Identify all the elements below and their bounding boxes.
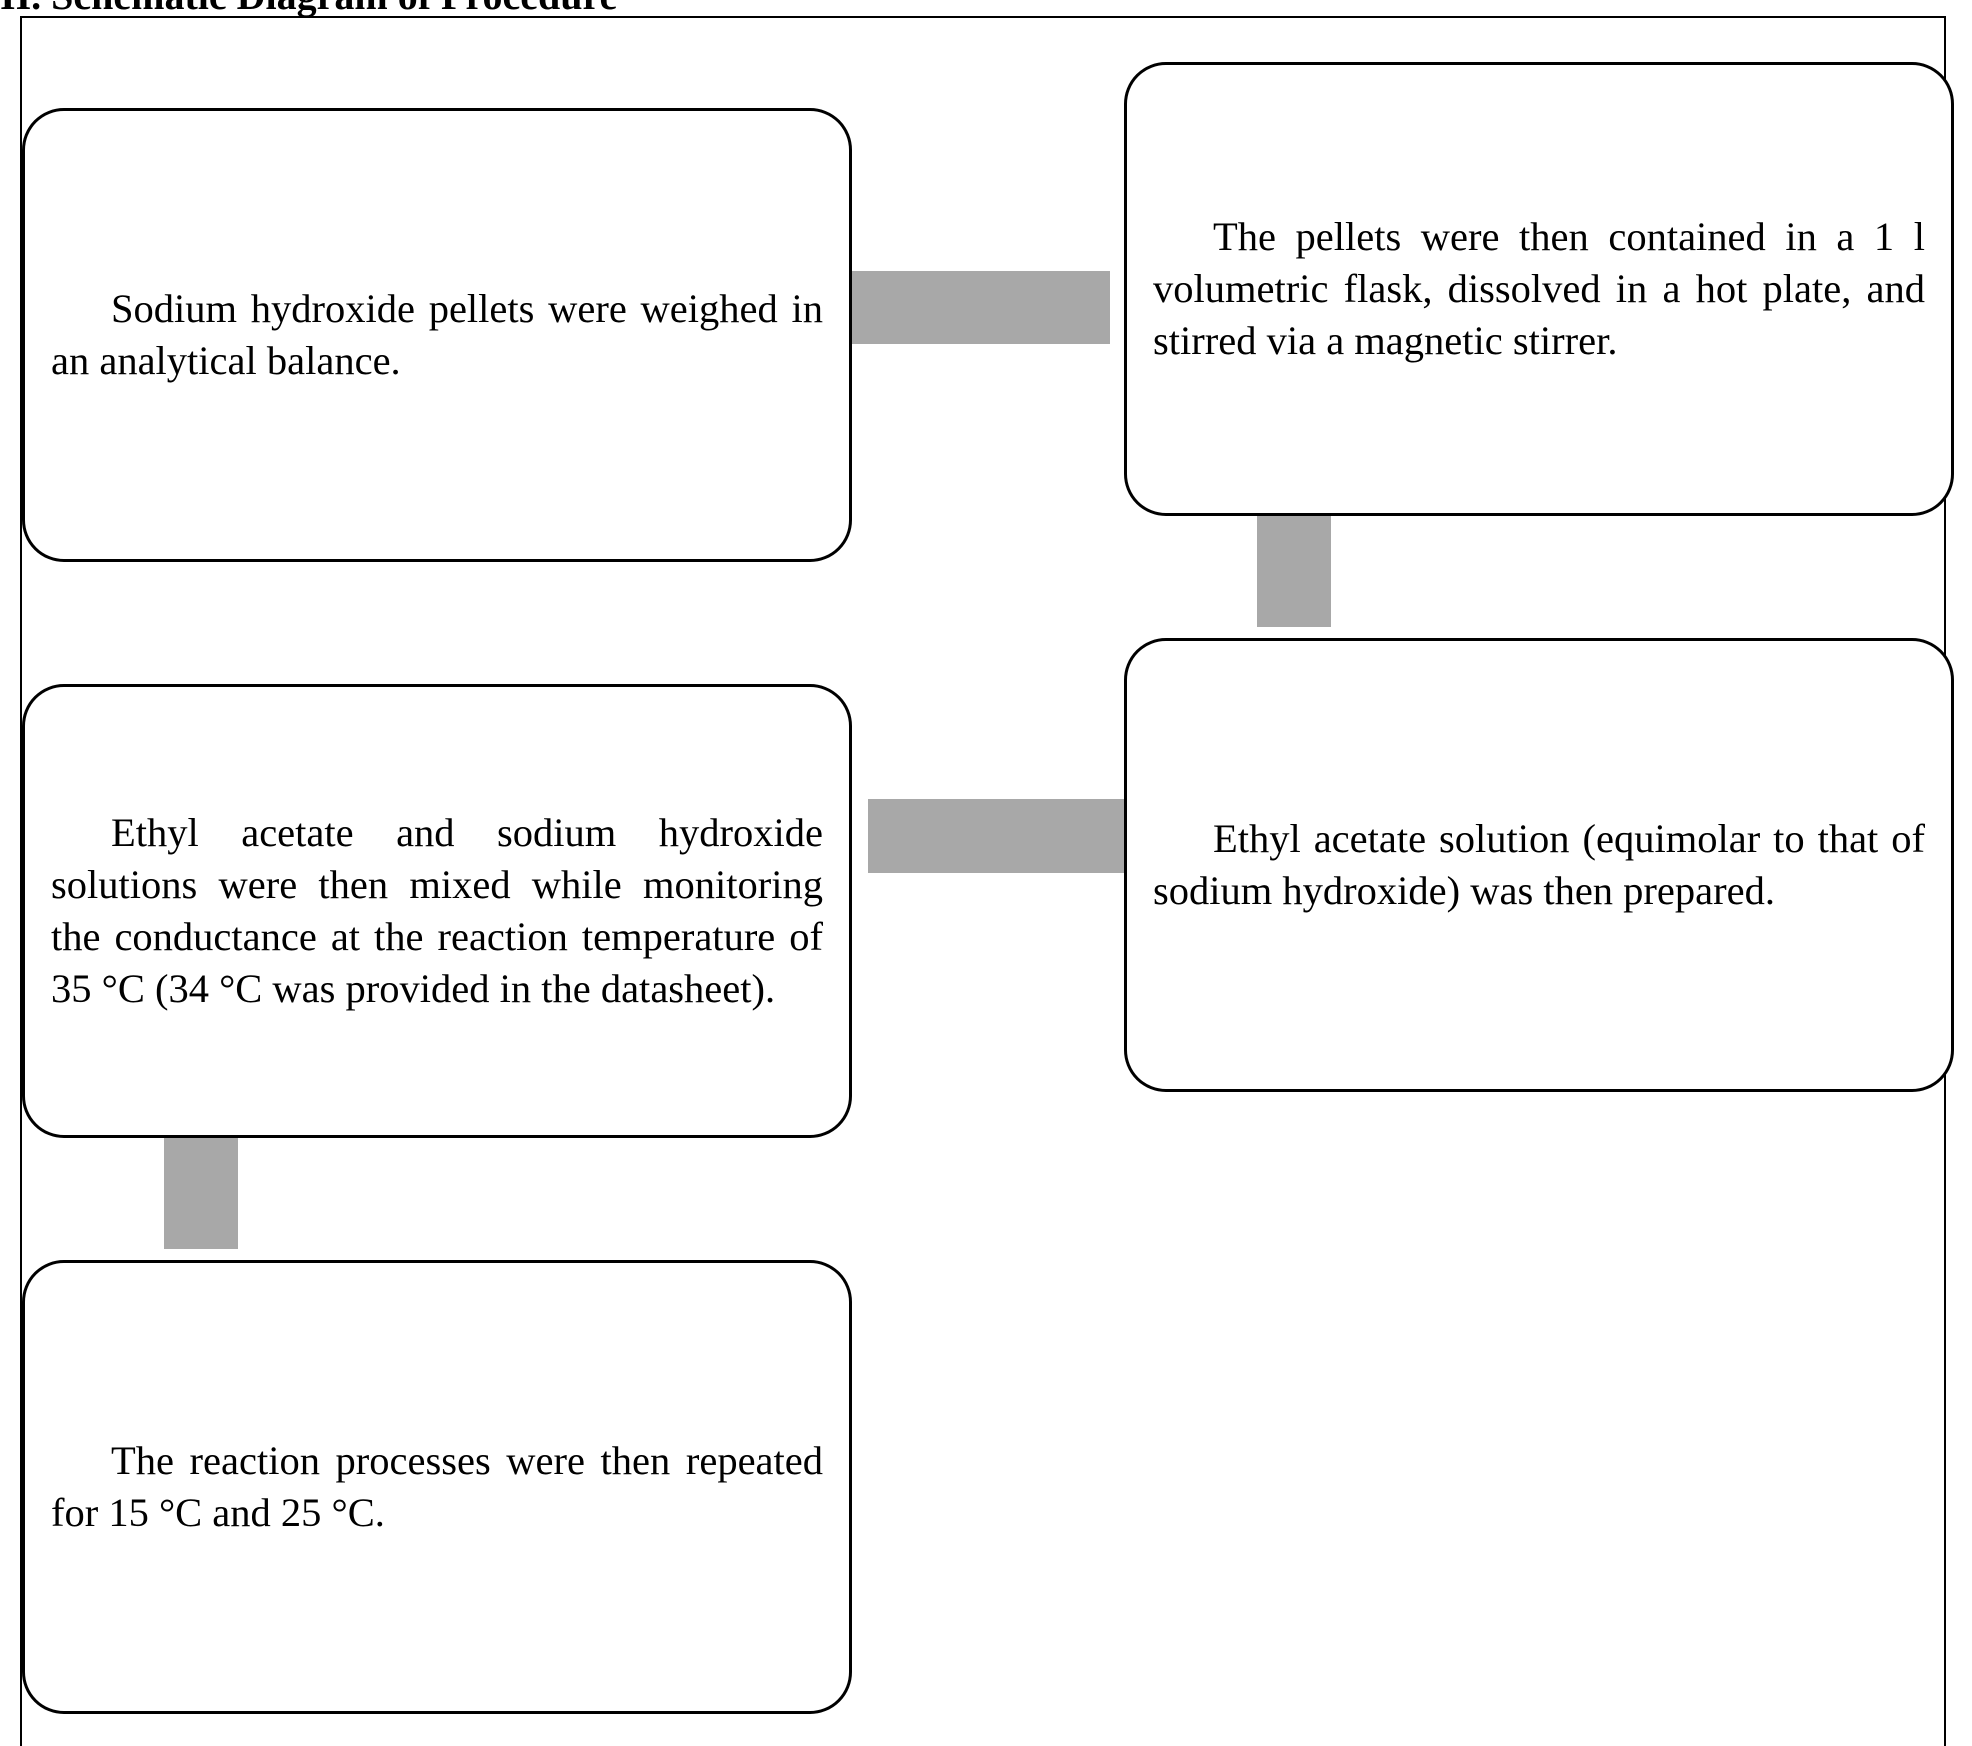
step-text: The reaction processes were then repeate…	[51, 1438, 823, 1535]
step-box-mix-solutions: Ethyl acetate and sodium hydroxide solut…	[22, 684, 852, 1138]
step-box-dissolve-pellets: The pellets were then contained in a 1 l…	[1124, 62, 1954, 516]
connector-step2-to-step3	[1257, 514, 1331, 627]
step-box-prepare-ethyl-acetate: Ethyl acetate solution (equimolar to tha…	[1124, 638, 1954, 1092]
connector-step3-to-step4	[868, 799, 1126, 873]
step-text: Sodium hydroxide pellets were weighed in…	[51, 286, 823, 383]
step-box-repeat-temperatures: The reaction processes were then repeate…	[22, 1260, 852, 1714]
connector-step1-to-step2	[852, 271, 1110, 344]
step-box-weigh-pellets: Sodium hydroxide pellets were weighed in…	[22, 108, 852, 562]
step-text: Ethyl acetate and sodium hydroxide solut…	[51, 810, 823, 1011]
diagram-heading: II. Schematic Diagram of Procedure	[0, 0, 617, 16]
step-text: Ethyl acetate solution (equimolar to tha…	[1153, 816, 1925, 913]
step-text: The pellets were then contained in a 1 l…	[1153, 214, 1925, 363]
connector-step4-to-step5	[164, 1135, 238, 1249]
